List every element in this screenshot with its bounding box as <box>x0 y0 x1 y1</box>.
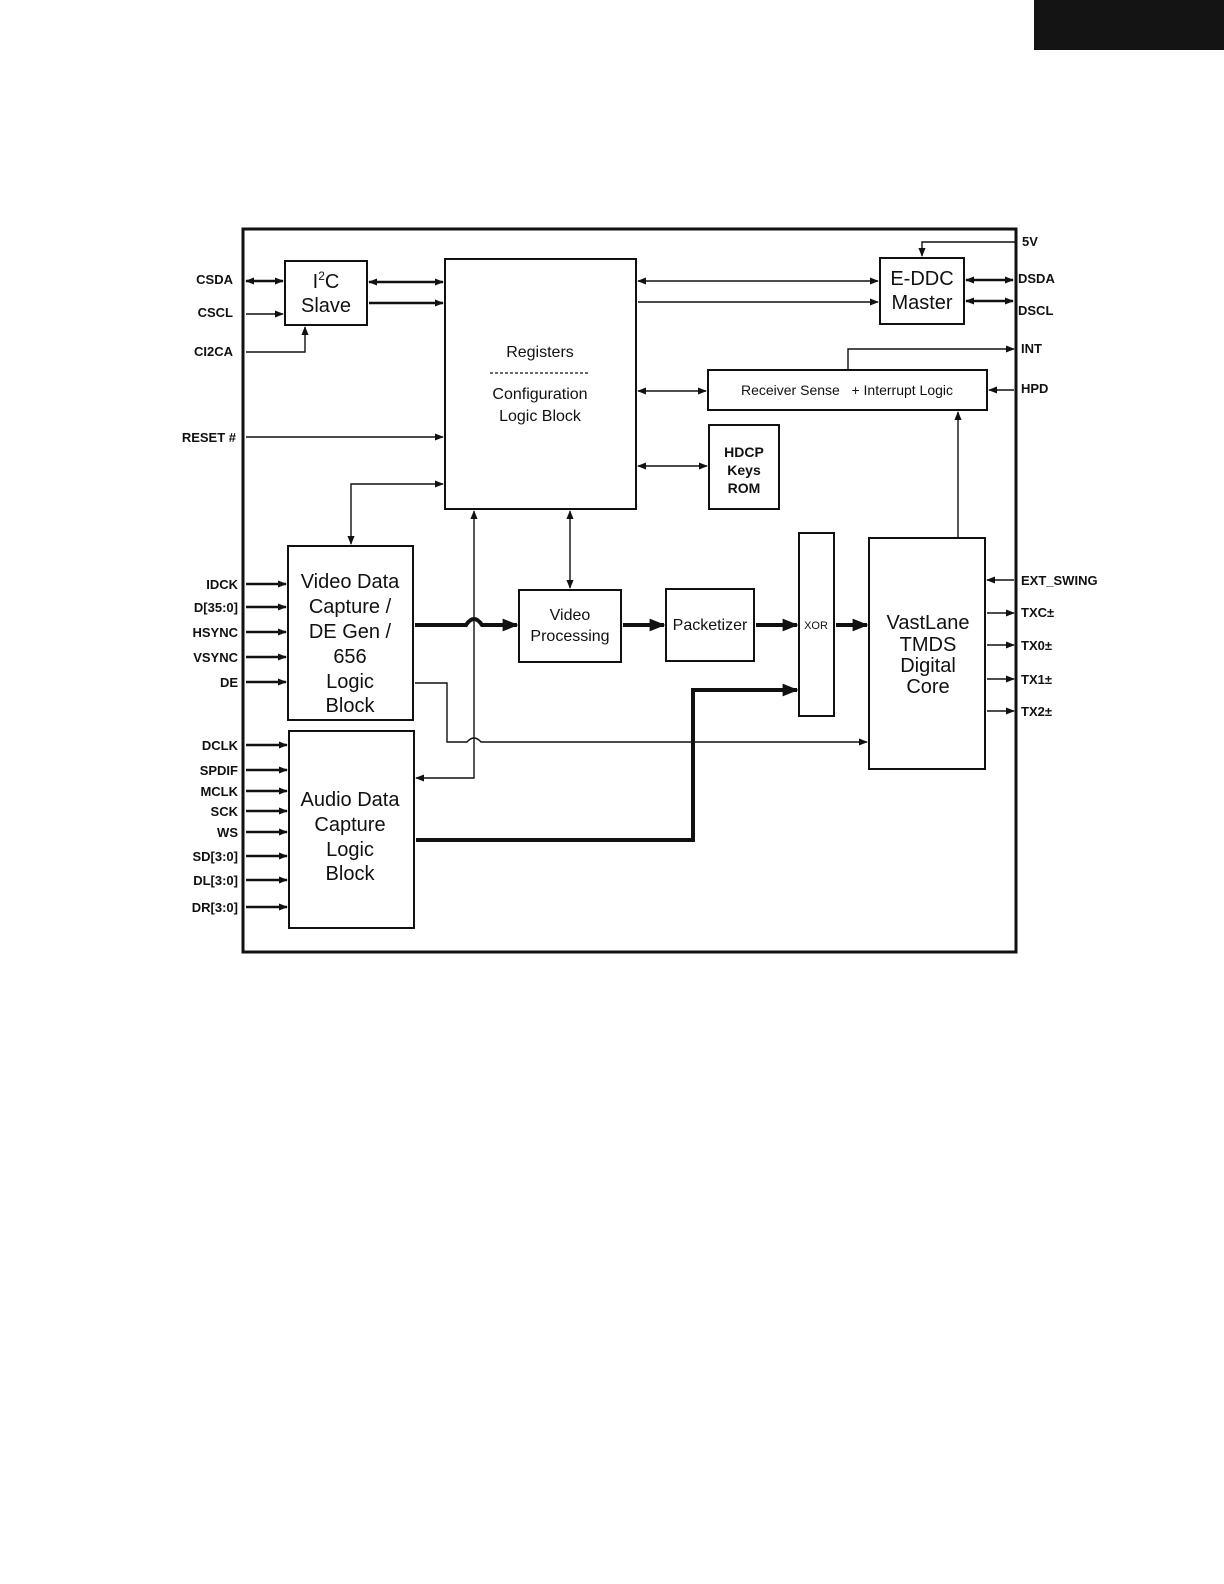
packetizer-label: Packetizer <box>673 617 748 634</box>
video-capture-line6: Block <box>326 695 376 717</box>
hdcp-line2: Keys <box>727 462 761 478</box>
i2c-label-sup: 2 <box>318 269 325 283</box>
i2c-slave-block: I2C Slave <box>284 260 368 326</box>
audio-capture-line2: Capture <box>314 814 385 836</box>
video-capture-line3: DE Gen / <box>309 621 392 643</box>
tmds-line4: Core <box>906 676 949 698</box>
i2c-label-line2: Slave <box>301 295 351 317</box>
pin-idck: IDCK <box>206 577 238 592</box>
pin-dr: DR[3:0] <box>192 900 238 915</box>
video-processing-line2: Processing <box>530 628 609 645</box>
hdcp-line3: ROM <box>728 480 761 496</box>
pin-ws: WS <box>217 825 238 840</box>
pin-tx0: TX0± <box>1021 638 1052 653</box>
video-capture-line5: Logic <box>326 671 374 693</box>
pin-dclk: DCLK <box>202 738 239 753</box>
connections <box>245 241 1016 911</box>
xor-block: XOR <box>798 532 835 717</box>
pin-sck: SCK <box>211 804 239 819</box>
registers-line2: Logic Block <box>499 408 582 425</box>
video-capture-block: Video Data Capture / DE Gen / 656 Logic … <box>287 545 414 721</box>
pin-hpd: HPD <box>1021 381 1048 396</box>
hdcp-rom-block: HDCP Keys ROM <box>708 424 780 510</box>
tmds-line1: VastLane <box>886 612 969 634</box>
registers-block: Registers Configuration Logic Block <box>444 258 637 510</box>
pin-de: DE <box>220 675 238 690</box>
eddc-line2: Master <box>891 292 952 314</box>
pin-dscl: DSCL <box>1018 303 1053 318</box>
registers-line1: Configuration <box>492 386 587 403</box>
tmds-line3: Digital <box>900 655 956 677</box>
pin-tx2: TX2± <box>1021 704 1052 719</box>
pin-csda: CSDA <box>196 272 233 287</box>
receiver-sense-block: Receiver Sense + Interrupt Logic <box>707 369 988 411</box>
pin-txc: TXC± <box>1021 605 1054 620</box>
registers-title: Registers <box>506 344 574 361</box>
i2c-label-prefix: I <box>313 271 319 293</box>
pin-dsda: DSDA <box>1018 271 1055 286</box>
video-processing-line1: Video <box>550 607 591 624</box>
arrow-registers-audio-capture <box>415 510 478 782</box>
pin-int: INT <box>1021 341 1042 356</box>
page-corner-tab <box>1034 0 1224 50</box>
arrow-capture-control-to-tmds <box>415 682 868 746</box>
pin-mclk: MCLK <box>200 784 238 799</box>
left-pin-labels: CSDA CSCL CI2CA RESET # IDCK D[35:0] HSY… <box>182 272 239 915</box>
audio-capture-line1: Audio Data <box>301 789 401 811</box>
video-processing-block: Video Processing <box>518 589 622 663</box>
right-pin-labels: 5V DSDA DSCL INT HPD EXT_SWING TXC± TX0±… <box>1018 234 1098 719</box>
audio-capture-line3: Logic <box>326 839 374 861</box>
bus-audio-to-xor <box>416 683 799 842</box>
pin-dl: DL[3:0] <box>193 873 238 888</box>
chip-outline <box>241 227 1018 954</box>
receiver-label: Receiver Sense + Interrupt Logic <box>741 382 953 398</box>
packetizer-block: Packetizer <box>665 588 755 662</box>
xor-label: XOR <box>804 620 828 632</box>
audio-capture-block: Audio Data Capture Logic Block <box>288 730 415 929</box>
video-capture-line4: 656 <box>333 646 366 668</box>
pin-ci2ca: CI2CA <box>194 344 234 359</box>
pin-hsync: HSYNC <box>192 625 238 640</box>
bus-capture-to-processing <box>415 617 519 632</box>
pin-spdif: SPDIF <box>200 763 238 778</box>
svg-text:I2C: I2C <box>313 269 340 293</box>
video-capture-line2: Capture / <box>309 596 392 618</box>
arrow-ci2ca <box>246 326 309 353</box>
tmds-core-block: VastLane TMDS Digital Core <box>868 537 986 770</box>
i2c-label-suffix: C <box>325 271 339 293</box>
pin-reset: RESET # <box>182 430 237 445</box>
tmds-line2: TMDS <box>900 634 957 656</box>
audio-capture-line4: Block <box>326 863 376 885</box>
pin-tx1: TX1± <box>1021 672 1052 687</box>
hdcp-line1: HDCP <box>724 444 764 460</box>
video-capture-line1: Video Data <box>301 571 400 593</box>
pin-ext-swing: EXT_SWING <box>1021 573 1098 588</box>
pin-vsync: VSYNC <box>193 650 238 665</box>
pin-5v: 5V <box>1022 234 1038 249</box>
eddc-line1: E-DDC <box>890 268 953 290</box>
pin-sd: SD[3:0] <box>192 849 238 864</box>
arrow-registers-video-capture <box>347 480 444 545</box>
eddc-master-block: E-DDC Master <box>879 257 965 325</box>
pin-d: D[35:0] <box>194 600 238 615</box>
arrow-5v <box>918 241 1016 257</box>
arrow-int <box>847 345 1015 370</box>
pin-cscl: CSCL <box>198 305 233 320</box>
